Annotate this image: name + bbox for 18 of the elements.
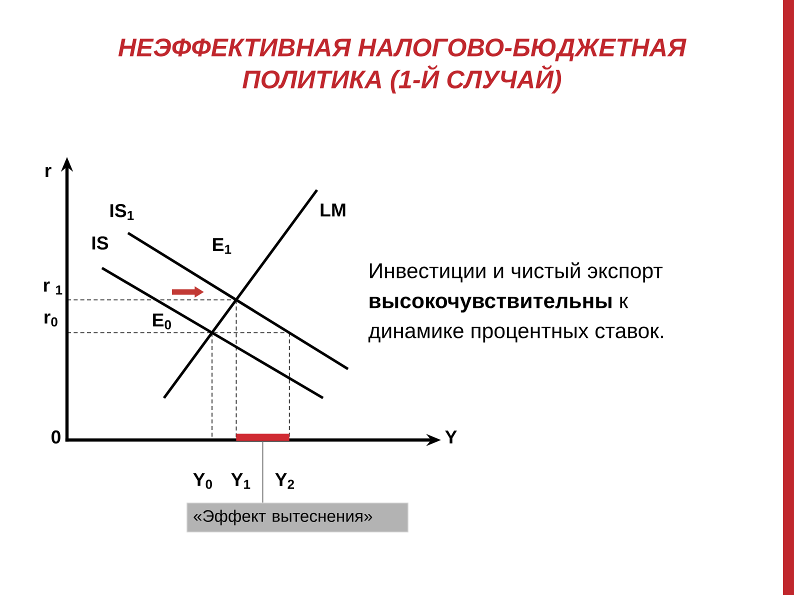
tick-label: r$_{0}$ [44, 313, 58, 327]
tick-label: r $_{1}$ [44, 282, 62, 294]
axis-label: r [46, 166, 52, 178]
axis-label: Y [445, 430, 457, 444]
leader-line [262, 441, 264, 503]
note-text: Инвестиции и чистый экспорт высокочувствительны к динамике процентных ставок. [368, 262, 663, 343]
label-box: «Эффект вытеснения» [186, 502, 408, 532]
slide-title: НЕЭФФЕКТИВНАЯ НАЛОГОВО-БЮДЖЕТНАЯ ПОЛИТИКА (1-Й СЛУЧАЙ) [118, 38, 686, 94]
curve-label: LM [320, 204, 346, 216]
curve-label: IS$_{1}$ [110, 204, 134, 220]
point-label: E$_{0}$ [153, 314, 171, 330]
tick-label: Y$_{0}$ [193, 473, 212, 489]
tick-label: Y$_{2}$ [275, 473, 294, 489]
crowding-out-bar [236, 434, 290, 441]
curve-label: IS [92, 236, 108, 250]
tick-label: 0 [52, 430, 60, 444]
point-label: E$_{1}$ [213, 238, 232, 254]
tick-label: Y$_{1}$ [231, 473, 250, 489]
